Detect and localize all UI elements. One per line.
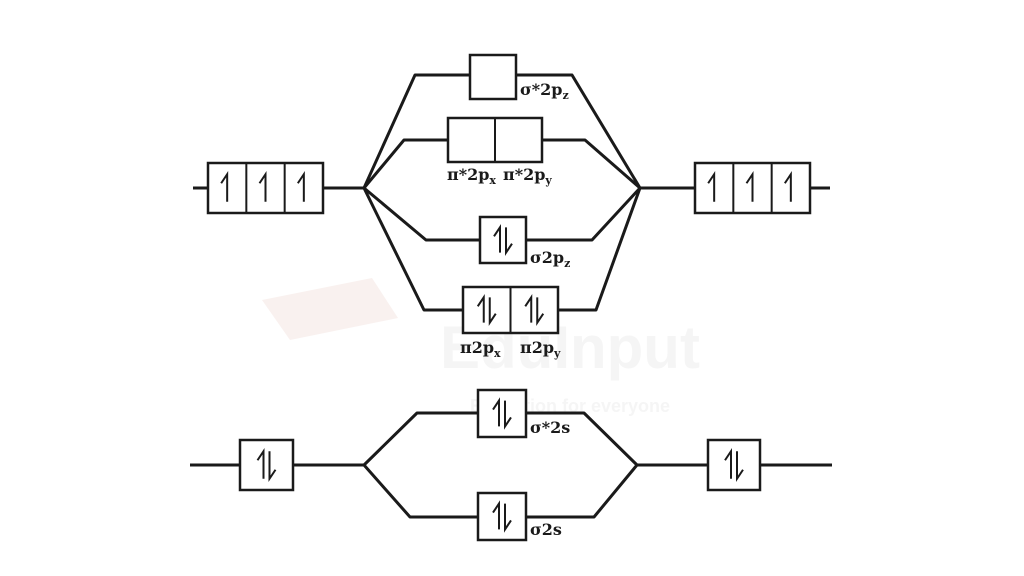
pi-2p-left-line	[362, 187, 463, 312]
sigma-2s-left-line	[362, 464, 478, 519]
orbital-box	[706, 438, 762, 492]
s-connectors	[190, 411, 832, 519]
orbital-sigma-star-2s	[476, 388, 528, 439]
label-sigma-star-2pz: σ*2pz	[520, 80, 569, 102]
electron-up-arrow	[258, 170, 267, 202]
electron-down-arrow	[504, 400, 512, 430]
electron-down-arrow	[536, 297, 545, 326]
label-sigma-2s: σ2s	[530, 520, 562, 539]
electron-up-arrow	[256, 447, 265, 479]
electron-down-arrow	[505, 227, 513, 256]
electron-up-arrow	[476, 294, 485, 323]
sigma-2s-right-line	[526, 464, 639, 519]
pi-star-right-line	[542, 138, 641, 190]
electron-up-arrow	[297, 170, 305, 202]
orbital-pi-2p	[461, 285, 560, 335]
pi-2p-right-line	[558, 187, 642, 312]
orbital-right-2p	[693, 161, 812, 215]
label-pi-star-2py: π*2py	[503, 165, 552, 187]
electron-up-arrow	[492, 500, 500, 530]
sigma-star-2s-left-line	[362, 411, 478, 467]
sigma-star-2pz-right-line	[516, 73, 642, 189]
watermark-logo-icon	[262, 278, 398, 340]
orbital-sigma-2pz	[478, 215, 528, 265]
label-pi-2px: π2px	[460, 338, 501, 360]
electron-down-arrow	[736, 451, 744, 483]
orbital-box	[476, 388, 528, 439]
electron-up-arrow	[492, 397, 500, 427]
orbital-boxes	[206, 53, 812, 542]
orbital-right-2s	[706, 438, 762, 492]
orbital-box	[238, 438, 295, 492]
electron-down-arrow	[504, 503, 512, 533]
electron-up-arrow	[707, 170, 716, 202]
sigma-star-2s-right-line	[526, 411, 639, 467]
electron-up-arrow	[724, 447, 732, 479]
electron-down-arrow	[488, 297, 497, 326]
orbital-box	[478, 215, 528, 265]
electron-down-arrow	[268, 451, 277, 483]
label-pi-2py: π2py	[520, 338, 561, 360]
sigma-2pz-right-line	[526, 186, 642, 242]
electron-up-arrow	[745, 170, 754, 202]
orbital-box	[468, 53, 518, 101]
electron-up-arrow	[493, 224, 501, 253]
label-sigma-2pz: σ2pz	[530, 248, 570, 270]
orbital-labels: σ*2pz π*2px π*2py σ2pz π2px π2py σ*2s σ2…	[447, 80, 570, 539]
sigma-2pz-left-line	[363, 186, 480, 242]
sigma-star-2pz-left-line	[362, 73, 470, 189]
label-pi-star-2px: π*2px	[447, 165, 496, 187]
orbital-left-2p	[206, 161, 325, 215]
orbital-sigma-star-2pz	[468, 53, 518, 101]
label-sigma-star-2s: σ*2s	[530, 418, 570, 437]
electron-up-arrow	[784, 170, 792, 202]
p-connectors	[193, 73, 830, 312]
pi-star-left-line	[362, 138, 448, 189]
orbital-left-2s	[238, 438, 295, 492]
orbital-sigma-2s	[476, 491, 528, 542]
orbital-pi-star-2p	[446, 116, 544, 164]
electron-up-arrow	[524, 294, 533, 323]
electron-up-arrow	[220, 170, 229, 202]
orbital-box	[476, 491, 528, 542]
